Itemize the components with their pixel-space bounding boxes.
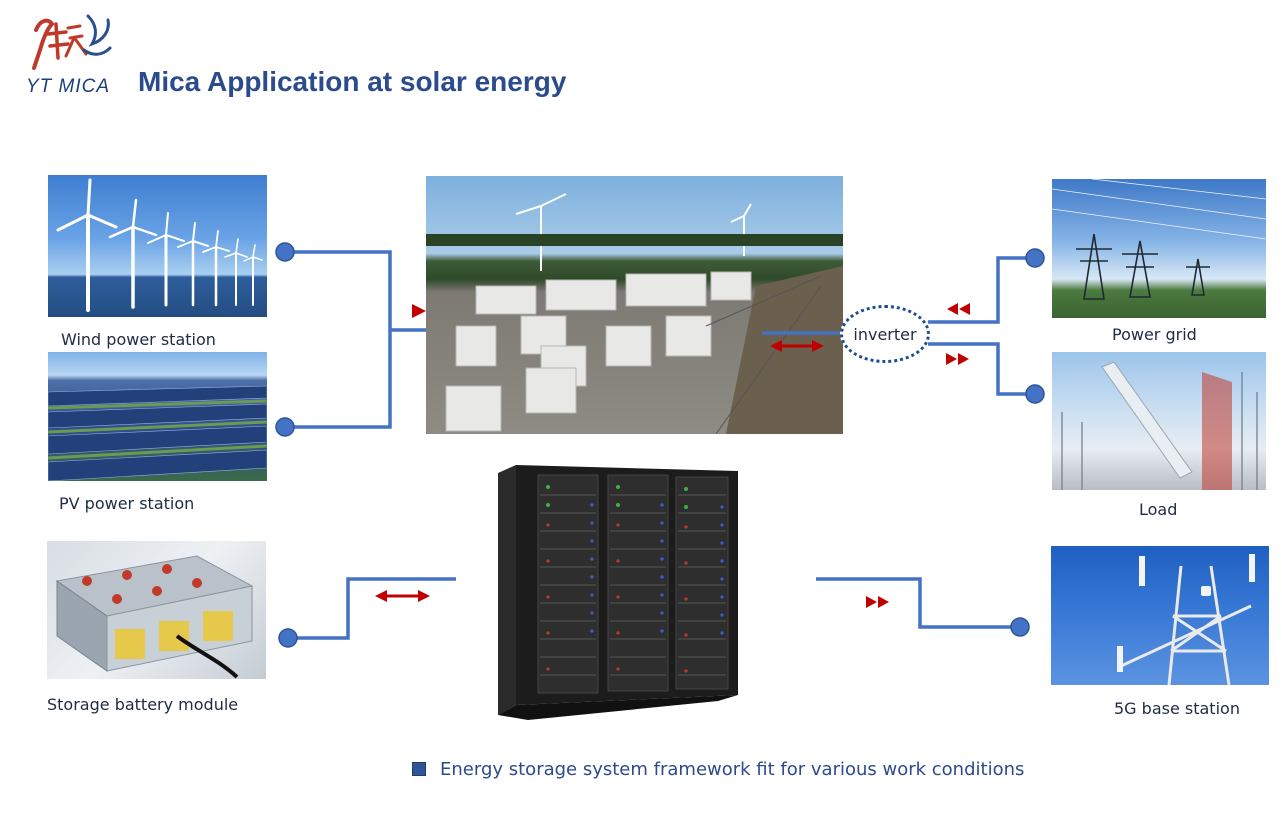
- load-arrow-right-1: [946, 353, 957, 365]
- load-connector-node: [1026, 385, 1044, 403]
- caption-bullet-icon: [412, 762, 426, 776]
- base-station-connector-line: [816, 579, 1020, 627]
- inverter-node: inverter: [840, 305, 930, 363]
- output-arrow-right-2: [878, 596, 889, 608]
- footer-caption: Energy storage system framework fit for …: [440, 759, 1024, 780]
- input-arrow: [412, 304, 426, 318]
- load-arrow-right-2: [958, 353, 969, 365]
- battery-connector-line: [288, 579, 456, 638]
- pv-connector-line: [285, 330, 390, 427]
- output-arrow-right-1: [866, 596, 877, 608]
- grid-arrow-left-2: [959, 303, 970, 315]
- site-bidirectional-arrow: [770, 340, 824, 352]
- grid-arrow-left-1: [947, 303, 958, 315]
- grid-connector-line: [928, 258, 1035, 322]
- wind-connector-node: [276, 243, 294, 261]
- load-connector-line: [928, 344, 1035, 394]
- battery-connector-node: [279, 629, 297, 647]
- grid-connector-node: [1026, 249, 1044, 267]
- wind-connector-line: [285, 252, 426, 330]
- pv-connector-node: [276, 418, 294, 436]
- base-station-connector-node: [1011, 618, 1029, 636]
- battery-bidirectional-arrow: [375, 590, 430, 602]
- inverter-label: inverter: [853, 325, 916, 344]
